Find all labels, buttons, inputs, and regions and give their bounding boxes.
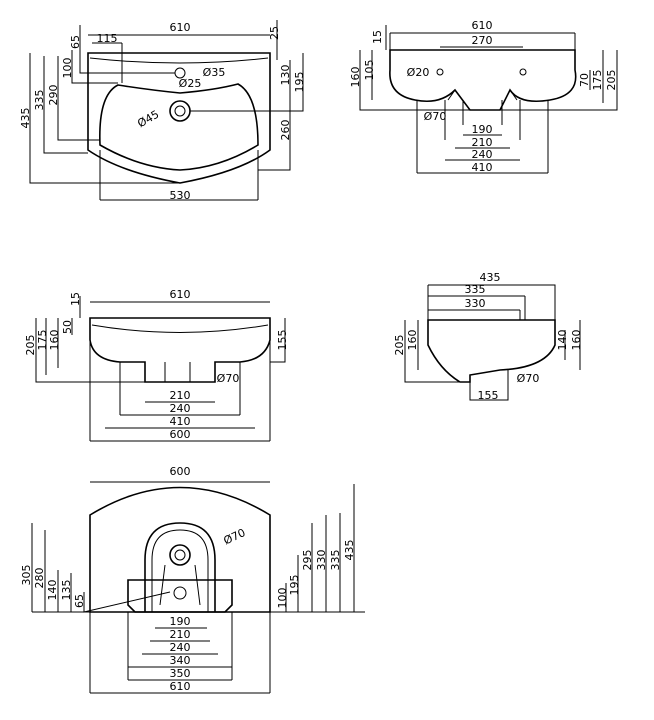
top-view <box>29 20 304 201</box>
top-view-dimension-label: 130 <box>279 65 292 86</box>
front-view-dimension-label: 105 <box>363 60 376 81</box>
rear-view-dimension-label: 205 <box>24 335 37 356</box>
top-view-dimension-label: 260 <box>279 120 292 141</box>
front-view-dimension-label: 15 <box>371 30 384 44</box>
wall-view-dimension-label: 350 <box>170 667 191 680</box>
rear-view-dimension-label: 15 <box>69 292 82 306</box>
top-view-dimension-label: 610 <box>170 21 191 34</box>
rear-view-dimension-label: 600 <box>170 428 191 441</box>
wall-view-dimension-label: 610 <box>170 680 191 693</box>
top-view-dimension-label: 290 <box>47 85 60 106</box>
side-view-dimension-label: 160 <box>570 330 583 351</box>
front-view-dimension-label: 210 <box>472 136 493 149</box>
side-view <box>404 284 581 401</box>
side-view-dimension-label: 140 <box>556 330 569 351</box>
front-view-dimension-label: 160 <box>349 67 362 88</box>
rear-view-dimension-label: 610 <box>170 288 191 301</box>
side-view-dimension-label: 160 <box>406 330 419 351</box>
top-view-dimension-label: 100 <box>61 58 74 79</box>
front-view-dimension-label: 175 <box>591 70 604 91</box>
top-view-dimension-label: 65 <box>69 35 82 49</box>
front-view-dimension-label: Ø70 <box>424 110 447 123</box>
wall-view-dimension-label: 100 <box>276 588 289 609</box>
top-view-dimension-label: Ø35 <box>203 66 226 79</box>
side-view-dimension-label: Ø70 <box>517 372 540 385</box>
rear-view-dimension-label: 50 <box>61 320 74 334</box>
rear-view-dimension-label: 160 <box>48 330 61 351</box>
wall-view-dimension-label: 140 <box>46 580 59 601</box>
rear-view-dimension-label: 155 <box>276 330 289 351</box>
front-view-dimension-label: 70 <box>578 73 591 87</box>
top-view-dimension-label: 195 <box>293 72 306 93</box>
side-view-dimension-label: 205 <box>393 335 406 356</box>
wall-view-dimension-label: 330 <box>315 550 328 571</box>
top-view-dimension-label: 25 <box>268 26 281 40</box>
wall-view <box>31 481 365 694</box>
side-view-dimension-label: 330 <box>465 297 486 310</box>
rear-view-dimension-label: Ø70 <box>217 372 240 385</box>
wall-view-dimension-label: 65 <box>73 594 86 608</box>
wall-view-dimension-label: 210 <box>170 628 191 641</box>
front-view-dimension-label: 240 <box>472 148 493 161</box>
wall-view-dimension-label: 240 <box>170 641 191 654</box>
side-view-dimension-label: 335 <box>465 283 486 296</box>
wall-view-dimension-label: 435 <box>343 540 356 561</box>
rear-view-dimension-label: 210 <box>170 389 191 402</box>
front-view-dimension-label: 410 <box>472 161 493 174</box>
wall-view-dimension-label: Ø70 <box>222 526 248 547</box>
rear-view-dimension-label: 175 <box>36 330 49 351</box>
wall-view-dimension-label: 280 <box>33 568 46 589</box>
wall-view-dimension-label: 295 <box>301 550 314 571</box>
front-view-dimension-label: Ø20 <box>407 66 430 79</box>
wall-view-dimension-label: 600 <box>170 465 191 478</box>
top-view-dimension-label: 530 <box>170 189 191 202</box>
front-view-dimension-label: 270 <box>472 34 493 47</box>
rear-view-dimension-label: 410 <box>170 415 191 428</box>
wall-view-dimension-label: 190 <box>170 615 191 628</box>
top-view-dimension-label: 435 <box>19 108 32 129</box>
top-view-dimension-label: Ø25 <box>179 77 202 90</box>
side-view-dimension-label: 435 <box>480 271 501 284</box>
front-view-dimension-label: 205 <box>605 70 618 91</box>
front-view <box>359 25 618 174</box>
wall-view-dimension-label: 340 <box>170 654 191 667</box>
wall-view-dimension-label: 135 <box>60 580 73 601</box>
top-view-dimension-label: 335 <box>33 90 46 111</box>
front-view-dimension-label: 190 <box>472 123 493 136</box>
rear-view-dimension-label: 240 <box>170 402 191 415</box>
wall-view-dimension-label: 195 <box>288 575 301 596</box>
front-view-dimension-label: 610 <box>472 19 493 32</box>
top-view-dimension-label: 115 <box>97 32 118 45</box>
wall-view-dimension-label: 335 <box>329 550 342 571</box>
wall-view-dimension-label: 305 <box>20 565 33 586</box>
rear-view <box>35 296 286 442</box>
top-view-dimension-label: Ø45 <box>135 108 161 131</box>
side-view-dimension-label: 155 <box>478 389 499 402</box>
